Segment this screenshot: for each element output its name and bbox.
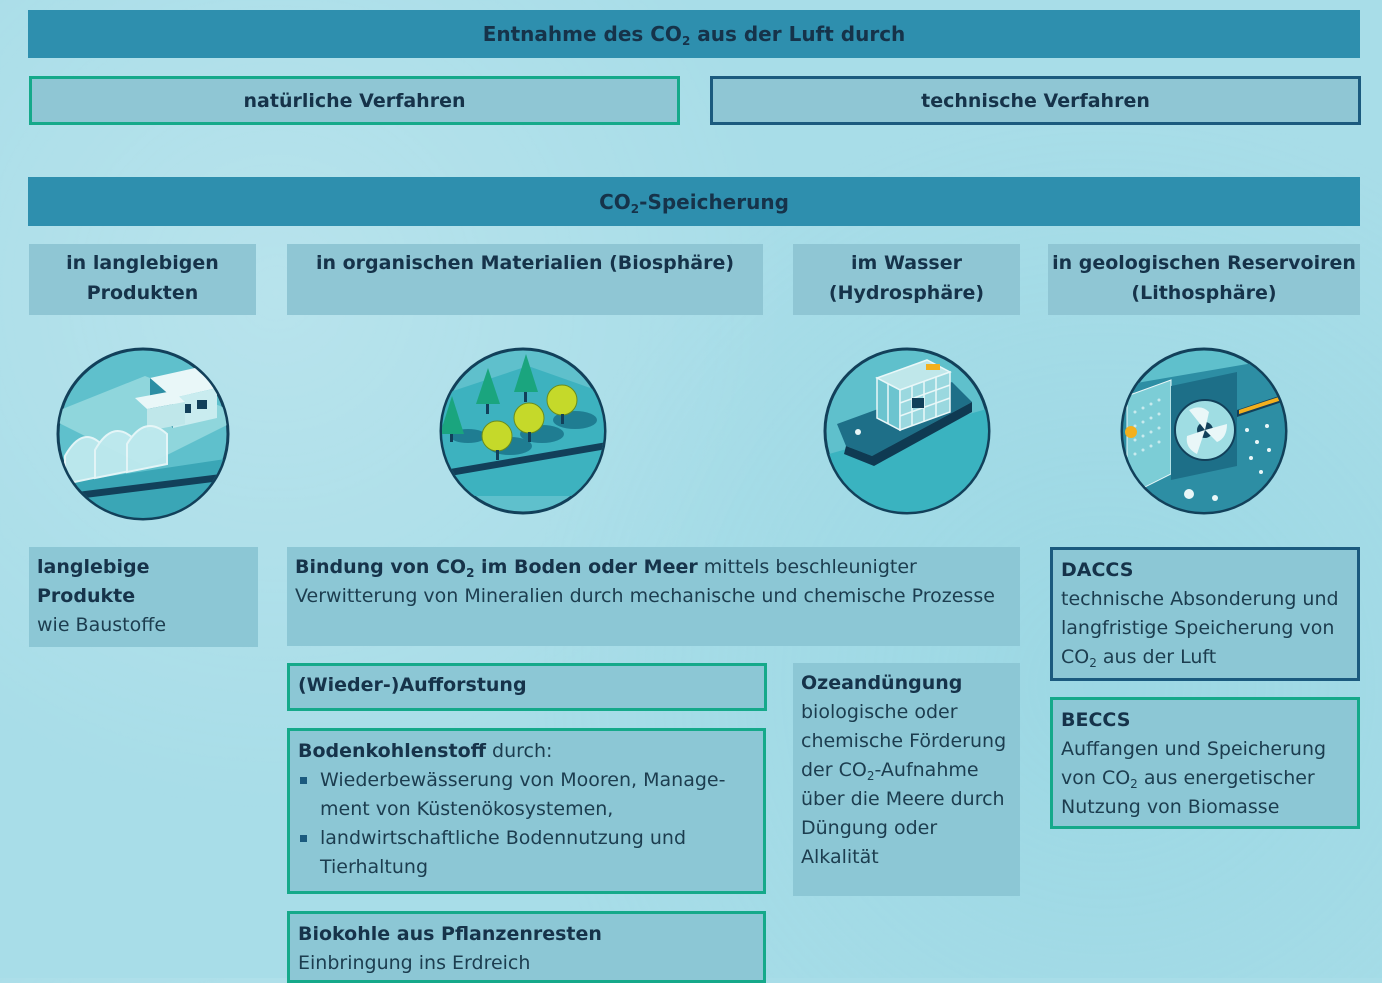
category-lithosphere-line2: (Lithosphäre) — [1131, 282, 1277, 304]
natural-methods-box: natürliche Verfahren — [29, 76, 680, 125]
removal-title: Entnahme des CO2 aus der Luft durch — [482, 22, 906, 48]
ocean-title: Ozeandüngung — [801, 672, 963, 694]
binding-line1: Bindung von CO2 im Boden oder Meer mitte… — [295, 556, 917, 580]
storage-banner: CO2-Speicherung — [28, 177, 1360, 226]
category-lithosphere-line1: in geologischen Reservoiren — [1052, 252, 1356, 274]
afforestation-box: (Wieder-)Aufforstung — [287, 663, 767, 711]
beccs-line3: Nutzung von Biomasse — [1061, 796, 1280, 818]
biochar-box: Biokohle aus Pflanzenresten Einbringung … — [287, 911, 766, 983]
technical-methods-box: technische Verfahren — [710, 76, 1361, 125]
binding-box: Bindung von CO2 im Boden oder Meer mitte… — [287, 547, 1020, 646]
ocean-line2: chemische Förderung — [801, 730, 1007, 752]
beccs-line1: Auffangen und Speicherung — [1061, 738, 1327, 760]
soil-carbon-heading: Bodenkohlenstoff durch: — [298, 740, 553, 762]
technical-methods-label: technische Verfahren — [921, 89, 1150, 112]
removal-banner: Entnahme des CO2 aus der Luft durch — [28, 10, 1360, 58]
factory-greenhouse-icon — [55, 346, 231, 526]
list-item: Wiederbewässerung von Mooren, Manage- me… — [298, 766, 755, 824]
beccs-box: BECCS Auffangen und Speicherung von CO2 … — [1050, 697, 1360, 829]
biochar-text: Einbringung ins Erdreich — [298, 952, 531, 974]
soil-carbon-box: Bodenkohlenstoff durch: Wiederbewässerun… — [287, 728, 766, 894]
ocean-line1: biologische oder — [801, 701, 958, 723]
products-text: wie Baustoffe — [37, 614, 167, 636]
daccs-line1: technische Absonderung und — [1061, 588, 1339, 610]
beccs-title: BECCS — [1061, 709, 1131, 731]
category-hydrosphere: im Wasser (Hydrosphäre) — [793, 244, 1020, 315]
ocean-line5: Düngung oder — [801, 817, 938, 839]
daccs-line2: langfristige Speicherung von — [1061, 617, 1335, 639]
products-box: langlebige Produkte wie Baustoffe — [29, 547, 258, 647]
daccs-line3: CO2 aus der Luft — [1061, 646, 1217, 670]
afforestation-title: (Wieder-)Aufforstung — [298, 674, 527, 696]
category-products-line1: in langlebigen — [66, 252, 219, 274]
category-products-line2: Produkten — [86, 282, 199, 304]
list-item: landwirtschaftliche Bodennutzung und Tie… — [298, 824, 755, 882]
daccs-title: DACCS — [1061, 559, 1134, 581]
ocean-line3: der CO2-Aufnahme — [801, 759, 979, 783]
trees-icon — [438, 346, 608, 520]
air-capture-fan-icon — [1119, 346, 1289, 520]
natural-methods-label: natürliche Verfahren — [243, 89, 466, 112]
category-products: in langlebigen Produkten — [29, 244, 256, 315]
biochar-title: Biokohle aus Pflanzenresten — [298, 923, 602, 945]
category-hydrosphere-line2: (Hydrosphäre) — [828, 282, 985, 304]
category-biosphere: in organischen Materialien (Biosphäre) — [287, 244, 763, 315]
beccs-line2: von CO2 aus energetischer — [1061, 767, 1315, 791]
category-hydrosphere-line1: im Wasser — [851, 252, 962, 274]
products-title: langlebige Produkte — [37, 556, 150, 607]
binding-line2: Verwitterung von Mineralien durch mechan… — [295, 585, 995, 607]
category-biosphere-line1: in organischen Materialien (Biosphäre) — [315, 252, 735, 274]
cargo-ship-icon — [822, 346, 992, 520]
soil-carbon-list: Wiederbewässerung von Mooren, Manage- me… — [298, 766, 755, 882]
ocean-line4: über die Meere durch — [801, 788, 1005, 810]
category-lithosphere: in geologischen Reservoiren (Lithosphäre… — [1048, 244, 1360, 315]
ocean-box: Ozeandüngung biologische oder chemische … — [793, 663, 1020, 896]
ocean-line6: Alkalität — [801, 846, 879, 868]
storage-title: CO2-Speicherung — [599, 189, 789, 216]
daccs-box: DACCS technische Absonderung und langfri… — [1050, 547, 1360, 681]
